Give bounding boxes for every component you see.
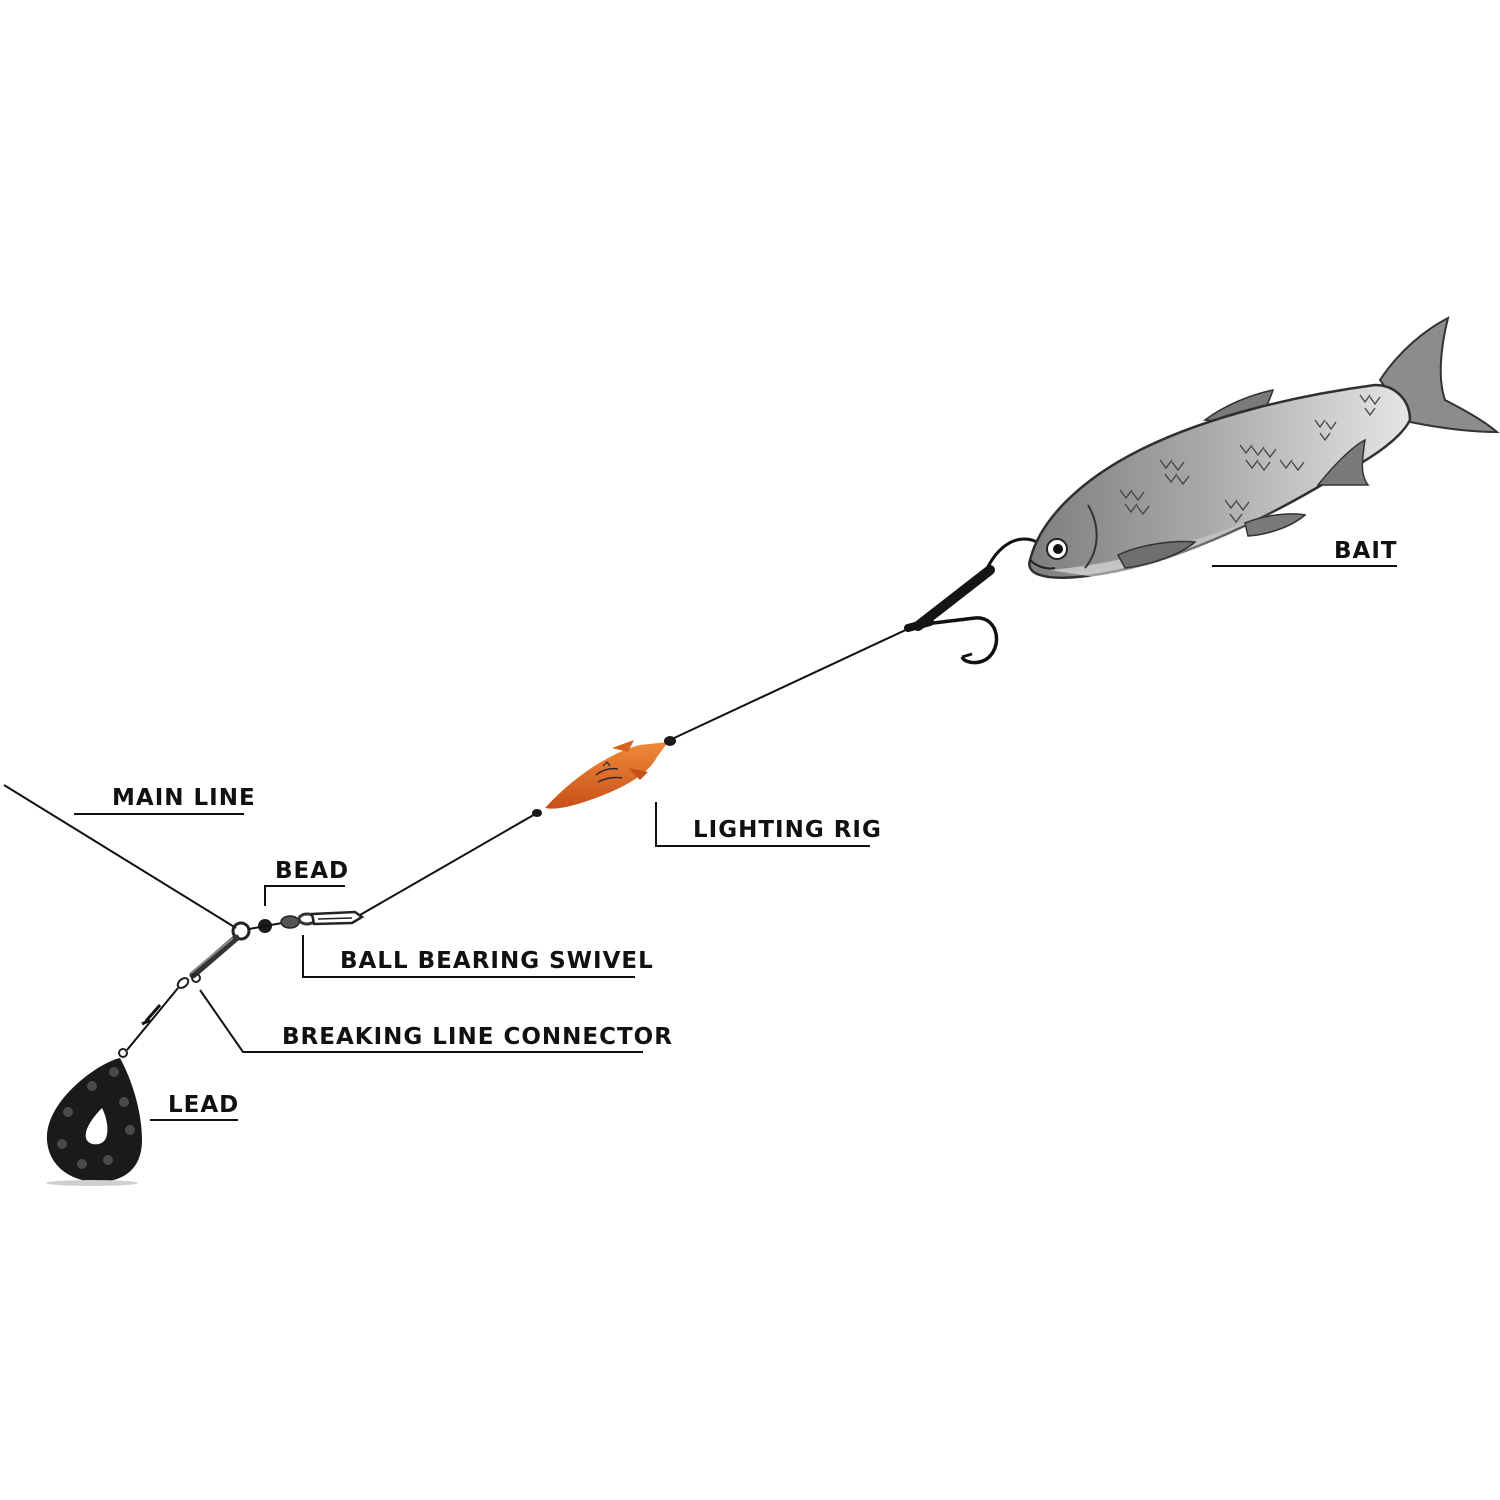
label-lead: LEAD [168, 1092, 240, 1118]
lead-swivel-ring [191, 973, 201, 983]
lead-eye [118, 1048, 128, 1058]
label-bait: BAIT [1334, 538, 1398, 564]
bait-fish [1028, 316, 1500, 579]
breaking-line-sleeve [189, 934, 240, 979]
lead-clip [141, 1004, 162, 1026]
leader-line-upper [671, 626, 913, 740]
label-ball-bearing-swivel: BALL BEARING SWIVEL [340, 948, 654, 974]
label-leader-lines [74, 565, 1397, 1121]
lead-dimples [57, 1067, 135, 1169]
lead-swivel [176, 977, 190, 989]
label-breaking-line-connector: BREAKING LINE CONNECTOR [282, 1024, 673, 1050]
lighting-rig [545, 740, 668, 809]
breaking-line-sleeve-highlight [190, 937, 234, 974]
label-bead: BEAD [275, 858, 350, 884]
lead-hole [85, 1108, 108, 1145]
main-line [3, 784, 237, 929]
bead-to-swivel-line [248, 922, 283, 930]
leader-line-lower [359, 812, 538, 916]
label-main-line: MAIN LINE [112, 785, 256, 811]
lead-shadow [46, 1180, 138, 1186]
rig-stopper-lower [532, 809, 542, 817]
lead-link-line [126, 987, 179, 1051]
hook-sleeve [913, 565, 995, 631]
ball-bearing-swivel [280, 910, 365, 929]
label-lighting-rig: LIGHTING RIG [693, 817, 882, 843]
ring [231, 921, 251, 941]
